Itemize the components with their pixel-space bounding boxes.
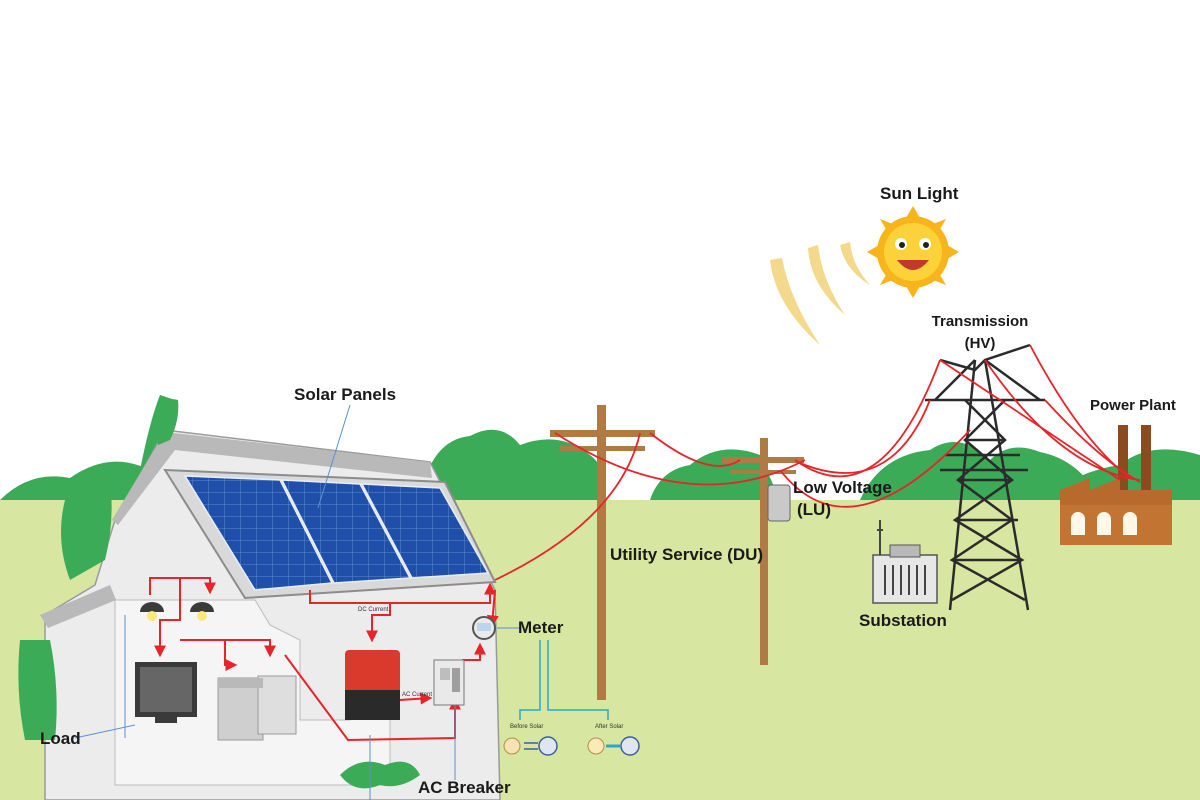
sun-icon <box>867 206 959 298</box>
label-substation: Substation <box>859 611 947 631</box>
meter-icon <box>473 617 495 639</box>
label-sun-light: Sun Light <box>880 184 958 204</box>
inverter-icon <box>345 650 400 720</box>
label-ac-current: AC Current <box>402 692 432 698</box>
label-power-plant: Power Plant <box>1090 397 1176 414</box>
label-meter: Meter <box>518 618 563 638</box>
label-after-solar: After Solar <box>595 724 623 730</box>
label-low-voltage: Low Voltage <box>793 478 892 498</box>
sun-rays <box>770 242 870 345</box>
label-transmission: Transmission <box>920 313 1040 330</box>
label-dc-current: DC Current <box>358 607 388 613</box>
ac-breaker-icon <box>434 660 464 705</box>
label-utility-service: Utility Service (DU) <box>610 545 763 565</box>
label-low-voltage-lu: (LU) <box>797 500 831 520</box>
label-before-solar: Before Solar <box>510 724 543 730</box>
tv-icon <box>135 662 197 723</box>
washer-icon <box>218 676 296 740</box>
label-ac-breaker: AC Breaker <box>418 778 511 798</box>
pole-transformer-icon <box>768 485 790 521</box>
label-load: Load <box>40 729 81 749</box>
label-solar-panels: Solar Panels <box>294 385 396 405</box>
label-transmission-hv: (HV) <box>920 335 1040 352</box>
